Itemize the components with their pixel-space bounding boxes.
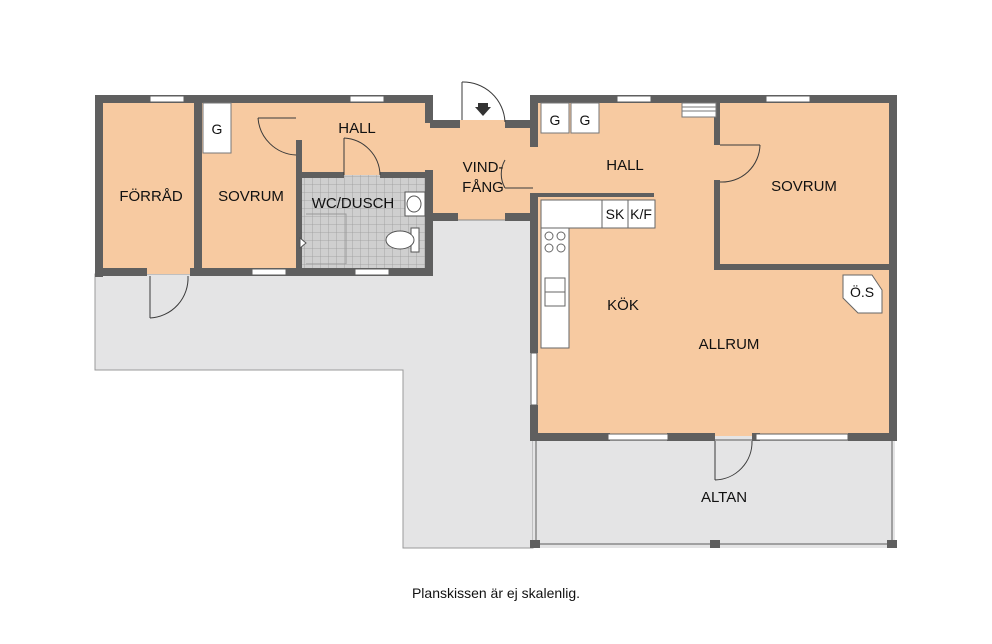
sovrum-right-room xyxy=(718,95,895,267)
room-label-vind-2: FÅNG xyxy=(462,179,504,196)
plan-caption: Planskissen är ej skalenlig. xyxy=(411,585,581,601)
room-label-forrad: FÖRRÅD xyxy=(119,187,183,205)
forrad-room xyxy=(95,95,197,274)
fireplace xyxy=(842,274,883,314)
wardrobe-right-2-label: G xyxy=(580,112,591,128)
walls xyxy=(95,95,897,548)
kf-label: K/F xyxy=(630,206,652,222)
hall-left-room xyxy=(300,95,430,175)
altan-area xyxy=(533,436,895,548)
os-label: Ö.S xyxy=(850,283,874,300)
door-swings xyxy=(149,81,761,481)
vindfang-room xyxy=(430,120,533,220)
room-label-altan: ALTAN xyxy=(701,489,747,506)
room-label-allrum: ALLRUM xyxy=(699,336,760,353)
entry-arrow-icon xyxy=(475,103,491,116)
wardrobe-right-2 xyxy=(570,102,600,134)
wardrobe-right-1-label: G xyxy=(550,112,561,128)
windows xyxy=(149,95,849,441)
room-label-sovrum-right: SOVRUM xyxy=(771,178,837,195)
wardrobe-left xyxy=(202,102,232,154)
room-label-hall-left: HALL xyxy=(338,120,376,137)
room-label-sovrum-left: SOVRUM xyxy=(218,188,284,205)
wc-dusch-room xyxy=(300,175,430,274)
room-label-kok: KÖK xyxy=(607,296,639,314)
room-label-hall-right: HALL xyxy=(606,157,644,174)
kitchen-counter xyxy=(540,199,656,349)
wardrobe-right-1 xyxy=(540,102,570,134)
wardrobe-left-label: G xyxy=(212,121,223,137)
room-label-wc: WC/DUSCH xyxy=(312,195,395,212)
sk-label: SK xyxy=(606,206,625,222)
vent-grille xyxy=(681,102,717,118)
wc-fixtures xyxy=(299,191,426,265)
room-label-vind-1: VIND- xyxy=(463,159,504,176)
